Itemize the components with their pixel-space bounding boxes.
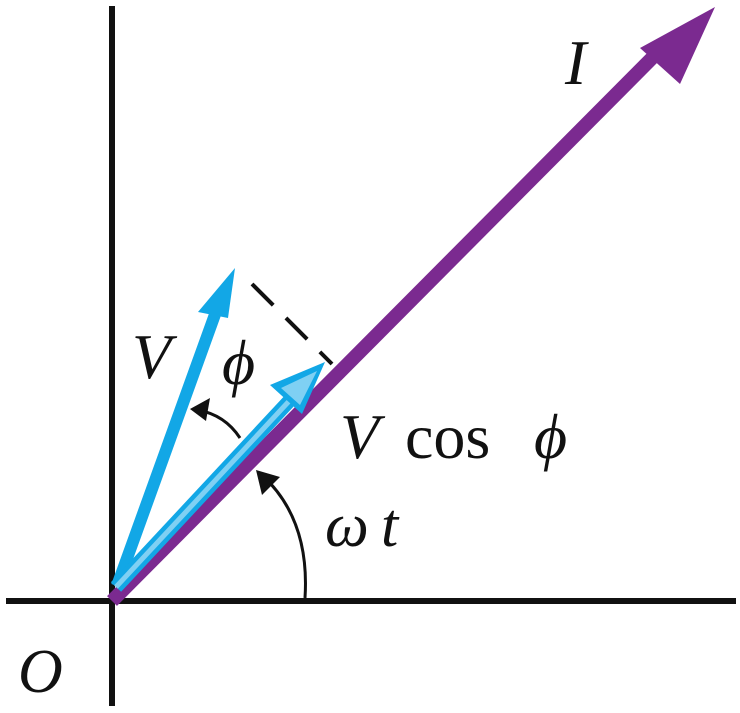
omega-label: ω: [325, 492, 369, 560]
projection-phi-label: ϕ: [534, 401, 567, 472]
current-label: I: [564, 27, 589, 98]
perpendicular-dashed-line: [250, 282, 334, 366]
phase-angle-label: ϕ: [222, 327, 255, 398]
omega-t-angle-indicator: [256, 470, 307, 599]
origin-label: O: [18, 638, 63, 706]
projection-vector: [110, 362, 325, 592]
current-vector-arrowhead: [640, 7, 715, 84]
current-vector: [107, 7, 715, 606]
projection-vector-arrowhead-core: [281, 371, 317, 405]
omega-t-arrowhead-icon: [256, 470, 280, 495]
current-vector-shaft: [107, 35, 675, 606]
omega-t-arc: [261, 474, 307, 599]
projection-cos-label: cos: [405, 401, 490, 472]
voltage-vector-arrowhead: [198, 268, 235, 318]
voltage-vector-shaft: [111, 292, 228, 589]
phase-angle-indicator: [190, 398, 242, 439]
voltage-label: V: [132, 321, 178, 392]
t-label: t: [381, 492, 400, 560]
phase-angle-arrowhead-icon: [190, 398, 210, 421]
projection-v-label: V: [340, 401, 386, 472]
projection-vector-core: [114, 396, 294, 589]
voltage-vector: [111, 268, 235, 589]
